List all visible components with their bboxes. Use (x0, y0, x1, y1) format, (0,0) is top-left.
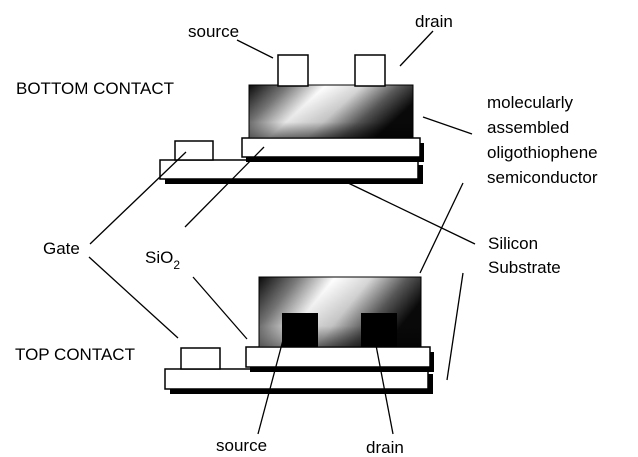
leader-gate-lower (88, 256, 179, 339)
leader-gate-upper (89, 151, 187, 245)
top-contact-gate-pad (180, 347, 221, 370)
label-semiconductor-line-2: assembled (487, 118, 569, 137)
leader-substrate-lower (446, 272, 464, 381)
label-gate: Gate (43, 239, 80, 258)
leader-sio2-upper (184, 146, 265, 228)
label-semiconductor-line-3: oligothiophene (487, 143, 598, 162)
label-sio2-main: SiO (145, 248, 173, 267)
leader-source-bottom (257, 339, 284, 435)
leader-substrate-upper (343, 180, 476, 245)
bottom-contact-substrate (159, 159, 419, 180)
leader-semiconductor-upper (422, 116, 473, 135)
bottom-contact-semiconductor-shade (249, 85, 413, 138)
bottom-contact-source-pad (277, 54, 309, 87)
label-substrate-line-1: Silicon (488, 234, 538, 253)
label-substrate-line-2: Substrate (488, 258, 561, 277)
label-source-bottom: source (216, 436, 267, 455)
bottom-contact-oxide (241, 137, 421, 158)
bottom-contact-drain-pad (354, 54, 386, 87)
top-contact-device (164, 276, 434, 394)
label-semiconductor-line-1: molecularly (487, 93, 573, 112)
label-source-top: source (188, 22, 239, 41)
leader-drain-bottom (374, 339, 394, 435)
label-bottom-contact: BOTTOM CONTACT (16, 79, 174, 98)
label-top-contact: TOP CONTACT (15, 345, 135, 364)
bottom-contact-gate-pad (174, 140, 214, 161)
label-drain-bottom: drain (366, 438, 404, 457)
leader-drain-top (399, 30, 434, 67)
label-drain-top: drain (415, 12, 453, 31)
leader-sio2-lower (192, 276, 248, 340)
top-contact-oxide (245, 346, 431, 368)
top-contact-drain-pad (361, 313, 397, 347)
bottom-contact-device (159, 54, 424, 184)
label-sio2-subscript: 2 (173, 258, 180, 272)
label-sio2: SiO2 (145, 248, 180, 272)
top-contact-source-pad (282, 313, 318, 347)
labels: source drain BOTTOM CONTACT molecularly … (15, 12, 598, 457)
label-semiconductor-line-4: semiconductor (487, 168, 598, 187)
leader-source-top (236, 39, 274, 59)
leader-lines (88, 30, 476, 435)
